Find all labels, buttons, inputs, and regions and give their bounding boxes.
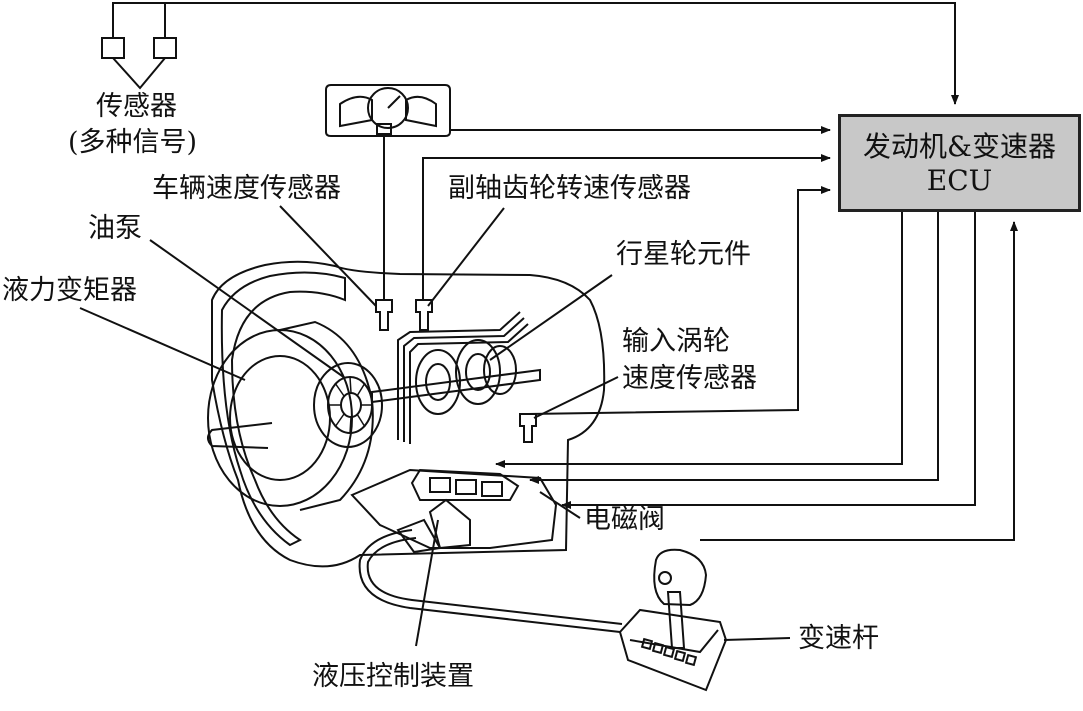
label-sensors: 传感器 <box>96 91 177 122</box>
label-solenoid: 电磁阀 <box>584 504 665 535</box>
transmission-housing <box>211 260 606 568</box>
solenoid-valves <box>410 468 520 501</box>
sensor-wire-1 <box>112 2 959 105</box>
ecu-out-1 <box>495 212 903 468</box>
countershaft-sensor <box>415 299 433 331</box>
sensor-box-1 <box>101 37 125 59</box>
sensor-box-2 <box>153 37 177 59</box>
label-hydraulic-control: 液压控制装置 <box>312 661 474 692</box>
leader-countershaft <box>427 207 505 307</box>
oil-pump <box>313 362 383 448</box>
sensor-bracket <box>112 57 166 90</box>
ecu-out-2 <box>529 212 939 484</box>
ecu-title: 发动机&变速器 <box>863 130 1056 163</box>
label-countershaft-sensor: 副轴齿轮转速传感器 <box>448 173 691 204</box>
hydraulic-lines <box>397 311 521 440</box>
ecu-box: 发动机&变速器 ECU <box>838 114 1081 212</box>
leader-vehicle-speed <box>279 205 377 307</box>
planetary-gear <box>455 339 501 405</box>
label-oil-pump: 油泵 <box>88 213 142 244</box>
ecu-subtitle: ECU <box>926 164 993 197</box>
ecu-out-3 <box>561 212 976 509</box>
label-torque-converter: 液力变矩器 <box>2 275 137 306</box>
label-shift-lever: 变速杆 <box>798 623 879 654</box>
turbine-sensor <box>519 413 537 443</box>
countershaft-wire <box>422 154 831 300</box>
turbine-wire <box>527 186 831 415</box>
leader-oil-pump <box>149 239 346 379</box>
shift-cable <box>358 529 621 633</box>
label-input-turbine-1: 输入涡轮 <box>622 326 730 357</box>
label-planetary: 行星轮元件 <box>616 239 751 270</box>
shift-lever-knob <box>653 548 708 607</box>
label-sensors-note: (多种信号) <box>68 127 198 158</box>
input-shaft <box>207 422 273 449</box>
leader-solenoid <box>539 491 581 519</box>
leader-torque-converter <box>79 307 246 381</box>
leader-hydraulic <box>415 519 439 647</box>
valve-body <box>350 468 558 549</box>
vehicle-speed-sensor <box>375 299 393 331</box>
shift-wire <box>700 221 1018 541</box>
speedometer-gauge <box>325 84 451 137</box>
gear-1 <box>415 349 461 415</box>
leader-shift-lever <box>723 637 791 641</box>
leader-turbine <box>533 376 619 419</box>
label-input-turbine-2: 速度传感器 <box>622 363 757 394</box>
hydraulic-control-unit <box>396 518 442 554</box>
label-vehicle-speed-sensor: 车辆速度传感器 <box>152 173 341 204</box>
gauge-center <box>367 87 409 129</box>
leader-planetary <box>489 274 613 361</box>
gauge-dial <box>339 95 437 128</box>
shift-lever-stick <box>666 591 686 649</box>
